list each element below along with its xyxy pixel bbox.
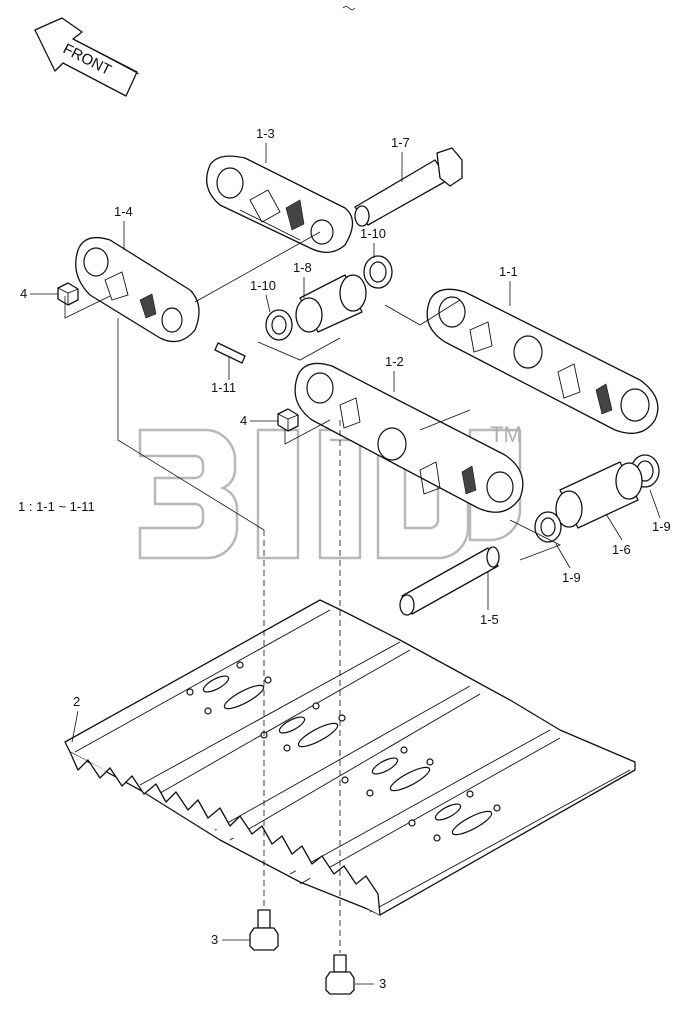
callout-1-8: 1-8 xyxy=(293,260,312,275)
callout-1-9-left: 1-9 xyxy=(562,570,581,585)
seal-ring-1-9-left xyxy=(534,511,562,543)
callout-1-4: 1-4 xyxy=(114,204,133,219)
callout-1-9-right: 1-9 xyxy=(652,519,671,534)
track-link-1-3 xyxy=(206,155,354,253)
callout-1-5: 1-5 xyxy=(480,612,499,627)
callout-1-10-upper: 1-10 xyxy=(360,226,386,241)
callout-3-left: 3 xyxy=(211,932,218,947)
legend-note: 1 : 1-1 ~ 1-11 xyxy=(18,499,95,514)
callout-1-1: 1-1 xyxy=(499,264,518,279)
callout-1-10-lower: 1-10 xyxy=(250,278,276,293)
front-direction-arrow: FRONT xyxy=(34,17,140,97)
callout-2: 2 xyxy=(73,694,80,709)
bolt-3-right xyxy=(325,954,355,995)
callout-1-3: 1-3 xyxy=(256,126,275,141)
spring-pin-1-11 xyxy=(214,342,246,364)
callout-4-middle: 4 xyxy=(240,413,247,428)
callout-3-right: 3 xyxy=(379,976,386,991)
nut-4-upper xyxy=(57,282,79,306)
master-pin-1-7 xyxy=(354,147,463,227)
track-link-1-2 xyxy=(294,362,524,513)
track-shoe-2 xyxy=(64,599,636,916)
seal-ring-1-10-lower xyxy=(265,309,293,341)
bushing-1-8 xyxy=(295,274,367,333)
bushing-1-6 xyxy=(555,461,643,529)
bolt-3-left xyxy=(249,909,279,951)
track-link-1-4 xyxy=(75,236,200,343)
nut-4-middle xyxy=(277,408,299,432)
callout-1-2: 1-2 xyxy=(385,354,404,369)
callout-1-11: 1-11 xyxy=(211,380,236,395)
track-link-1-1 xyxy=(426,288,659,434)
shoe-bolt-holes xyxy=(186,661,501,842)
callout-1-6: 1-6 xyxy=(612,542,631,557)
callout-1-7: 1-7 xyxy=(391,135,410,150)
track-pin-1-5 xyxy=(399,546,500,616)
watermark-trademark: TM xyxy=(490,422,522,447)
seal-ring-1-10-upper xyxy=(363,255,393,289)
callout-4-upper: 4 xyxy=(20,286,27,301)
